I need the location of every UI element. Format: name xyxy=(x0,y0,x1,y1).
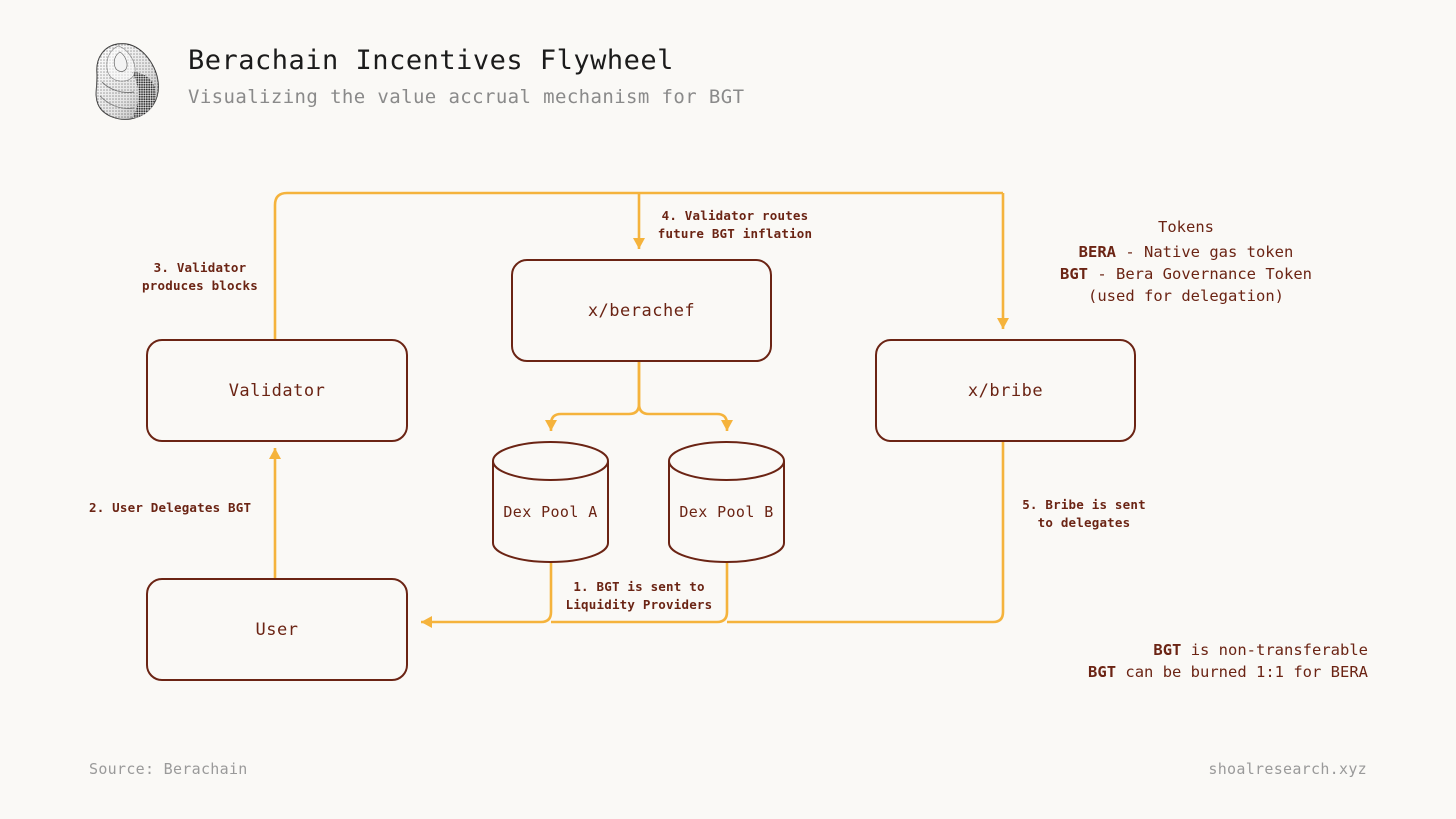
token-name-bgt: BGT xyxy=(1060,265,1089,283)
node-berachef[interactable]: x/berachef xyxy=(511,259,772,362)
node-dex-pool-b-label: Dex Pool B xyxy=(679,503,774,521)
bgt-note-1-desc: is non-transferable xyxy=(1181,641,1368,659)
cylinder-shape-b xyxy=(668,441,785,563)
tokens-legend-entry-bgt: BGT - Bera Governance Token xyxy=(1004,263,1368,285)
bgt-note-1: BGT is non-transferable xyxy=(1000,639,1368,661)
step-label-3: 3. Validator produces blocks xyxy=(142,260,258,294)
edge-berachef-to-pool-b xyxy=(637,358,733,431)
step-label-1: 1. BGT is sent to Liquidity Providers xyxy=(565,579,713,613)
tokens-legend-entry-bera: BERA - Native gas token xyxy=(1004,241,1368,263)
edge-berachef-to-pool-a xyxy=(545,358,641,431)
cylinder-shape-a xyxy=(492,441,609,563)
edge-validator-to-top-rail xyxy=(273,191,1003,339)
edge-bribe-to-user xyxy=(727,438,1005,624)
bgt-note-1-token: BGT xyxy=(1153,641,1182,659)
step-label-5: 5. Bribe is sent to delegates xyxy=(1022,497,1146,531)
step-label-2: 2. User Delegates BGT xyxy=(89,500,252,515)
node-user[interactable]: User xyxy=(146,578,408,681)
bgt-note-2-desc: can be burned 1:1 for BERA xyxy=(1116,663,1368,681)
node-bribe-label: x/bribe xyxy=(967,380,1044,401)
footer-site: shoalresearch.xyz xyxy=(1208,760,1367,778)
node-validator-label: Validator xyxy=(228,380,326,401)
shell-logo-icon xyxy=(95,43,159,120)
bgt-note-2: BGT can be burned 1:1 for BERA xyxy=(1000,661,1368,683)
node-validator[interactable]: Validator xyxy=(146,339,408,442)
page-header: Berachain Incentives Flywheel Visualizin… xyxy=(88,38,744,124)
footer-source: Source: Berachain xyxy=(89,760,248,778)
edge-pool-a-to-user xyxy=(421,563,553,628)
page-subtitle: Visualizing the value accrual mechanism … xyxy=(188,85,745,108)
node-berachef-label: x/berachef xyxy=(587,300,696,321)
node-bribe[interactable]: x/bribe xyxy=(875,339,1136,442)
tokens-legend-title: Tokens xyxy=(1158,218,1214,236)
node-dex-pool-a-label: Dex Pool A xyxy=(503,503,598,521)
edge-pool-b-to-user xyxy=(551,563,729,624)
bgt-notes: BGT is non-transferable BGT can be burne… xyxy=(1000,639,1368,683)
token-desc-bera: - Native gas token xyxy=(1116,243,1294,261)
bgt-note-2-token: BGT xyxy=(1088,663,1117,681)
node-dex-pool-b[interactable]: Dex Pool B xyxy=(667,441,786,563)
tokens-legend: Tokens BERA - Native gas token BGT - Ber… xyxy=(1004,216,1368,307)
page-title: Berachain Incentives Flywheel xyxy=(188,45,674,76)
step-label-4: 4. Validator routes future BGT inflation xyxy=(657,208,813,242)
token-name-bera: BERA xyxy=(1078,243,1116,261)
tokens-legend-note: (used for delegation) xyxy=(1088,287,1284,305)
token-desc-bgt: - Bera Governance Token xyxy=(1088,265,1312,283)
node-dex-pool-a[interactable]: Dex Pool A xyxy=(491,441,610,563)
node-user-label: User xyxy=(255,619,299,640)
